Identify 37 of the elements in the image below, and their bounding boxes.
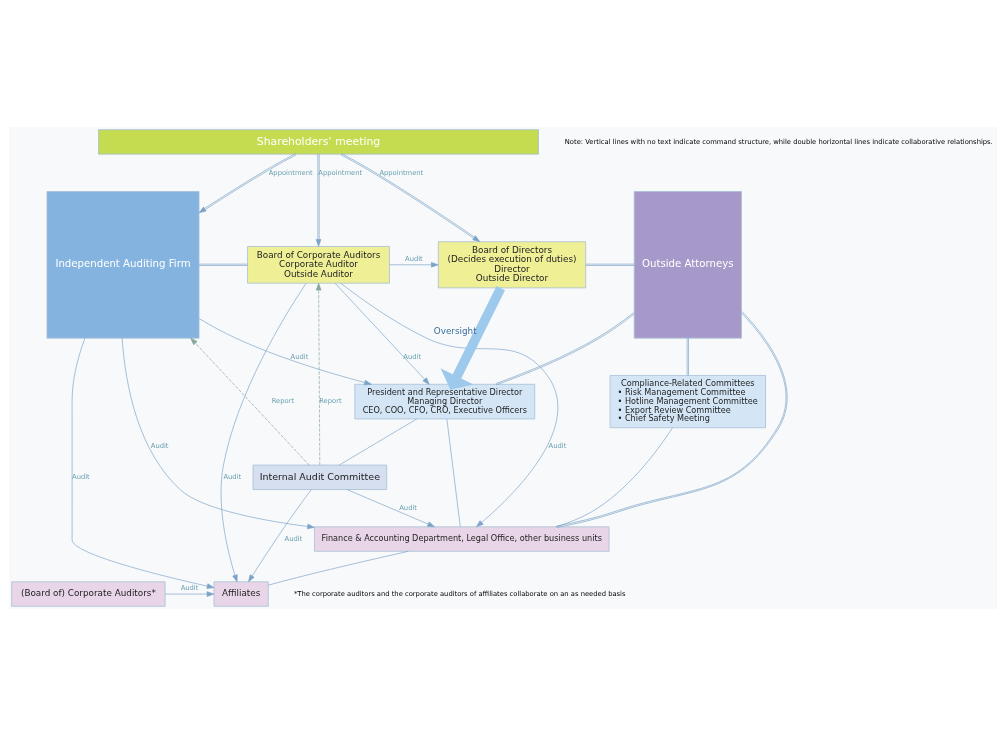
arrow: [334, 282, 430, 385]
connector: [338, 418, 418, 465]
node-box: (Board of) Corporate Auditors*: [11, 580, 166, 607]
connector: [446, 418, 461, 527]
connector: [268, 550, 409, 585]
node-box: Independent Auditing Firm: [46, 190, 200, 339]
arrow: [340, 282, 558, 527]
node-box: Finance & Accounting Department, Legal Office, other business units: [314, 525, 610, 552]
arrow: [340, 152, 480, 242]
node-box: Shareholders’ meeting: [98, 128, 539, 155]
arrow: [440, 285, 505, 390]
node-box: Board of Directors (Decides execution of duties) Director Outside Director: [437, 240, 587, 288]
node-box: Affiliates: [213, 580, 269, 607]
node-box: Board of Corporate Auditors Corporate Auditor Outside Auditor: [247, 245, 390, 284]
edge-label: Oversight: [433, 325, 477, 336]
arrow: [315, 153, 322, 247]
node-box: Compliance-Related Committees • Risk Management Committee • Hotline Management Committee • Export Review Committee • Chief Safety Meeting: [609, 374, 766, 428]
arrow: [121, 337, 315, 529]
arrow: [198, 152, 297, 213]
connector: [495, 311, 635, 385]
arrow: [346, 488, 435, 527]
connector: [556, 310, 788, 528]
arrow: [248, 488, 312, 582]
connector: [555, 427, 673, 527]
arrow: [389, 261, 439, 268]
arrow: [164, 590, 215, 597]
arrow: [198, 317, 372, 385]
arrow: [315, 282, 322, 465]
node-box: Internal Audit Committee: [252, 464, 388, 490]
connector: [198, 263, 248, 266]
arrow: [71, 337, 215, 589]
arrow: [190, 337, 310, 465]
connector: [686, 337, 689, 376]
arrow: [220, 282, 307, 582]
node-box: Outside Attorneys: [633, 190, 742, 339]
node-box: President and Representative Director Managing Director CEO, COO, CFO, CRO, Executive Officers: [354, 383, 536, 419]
connector: [585, 263, 635, 266]
